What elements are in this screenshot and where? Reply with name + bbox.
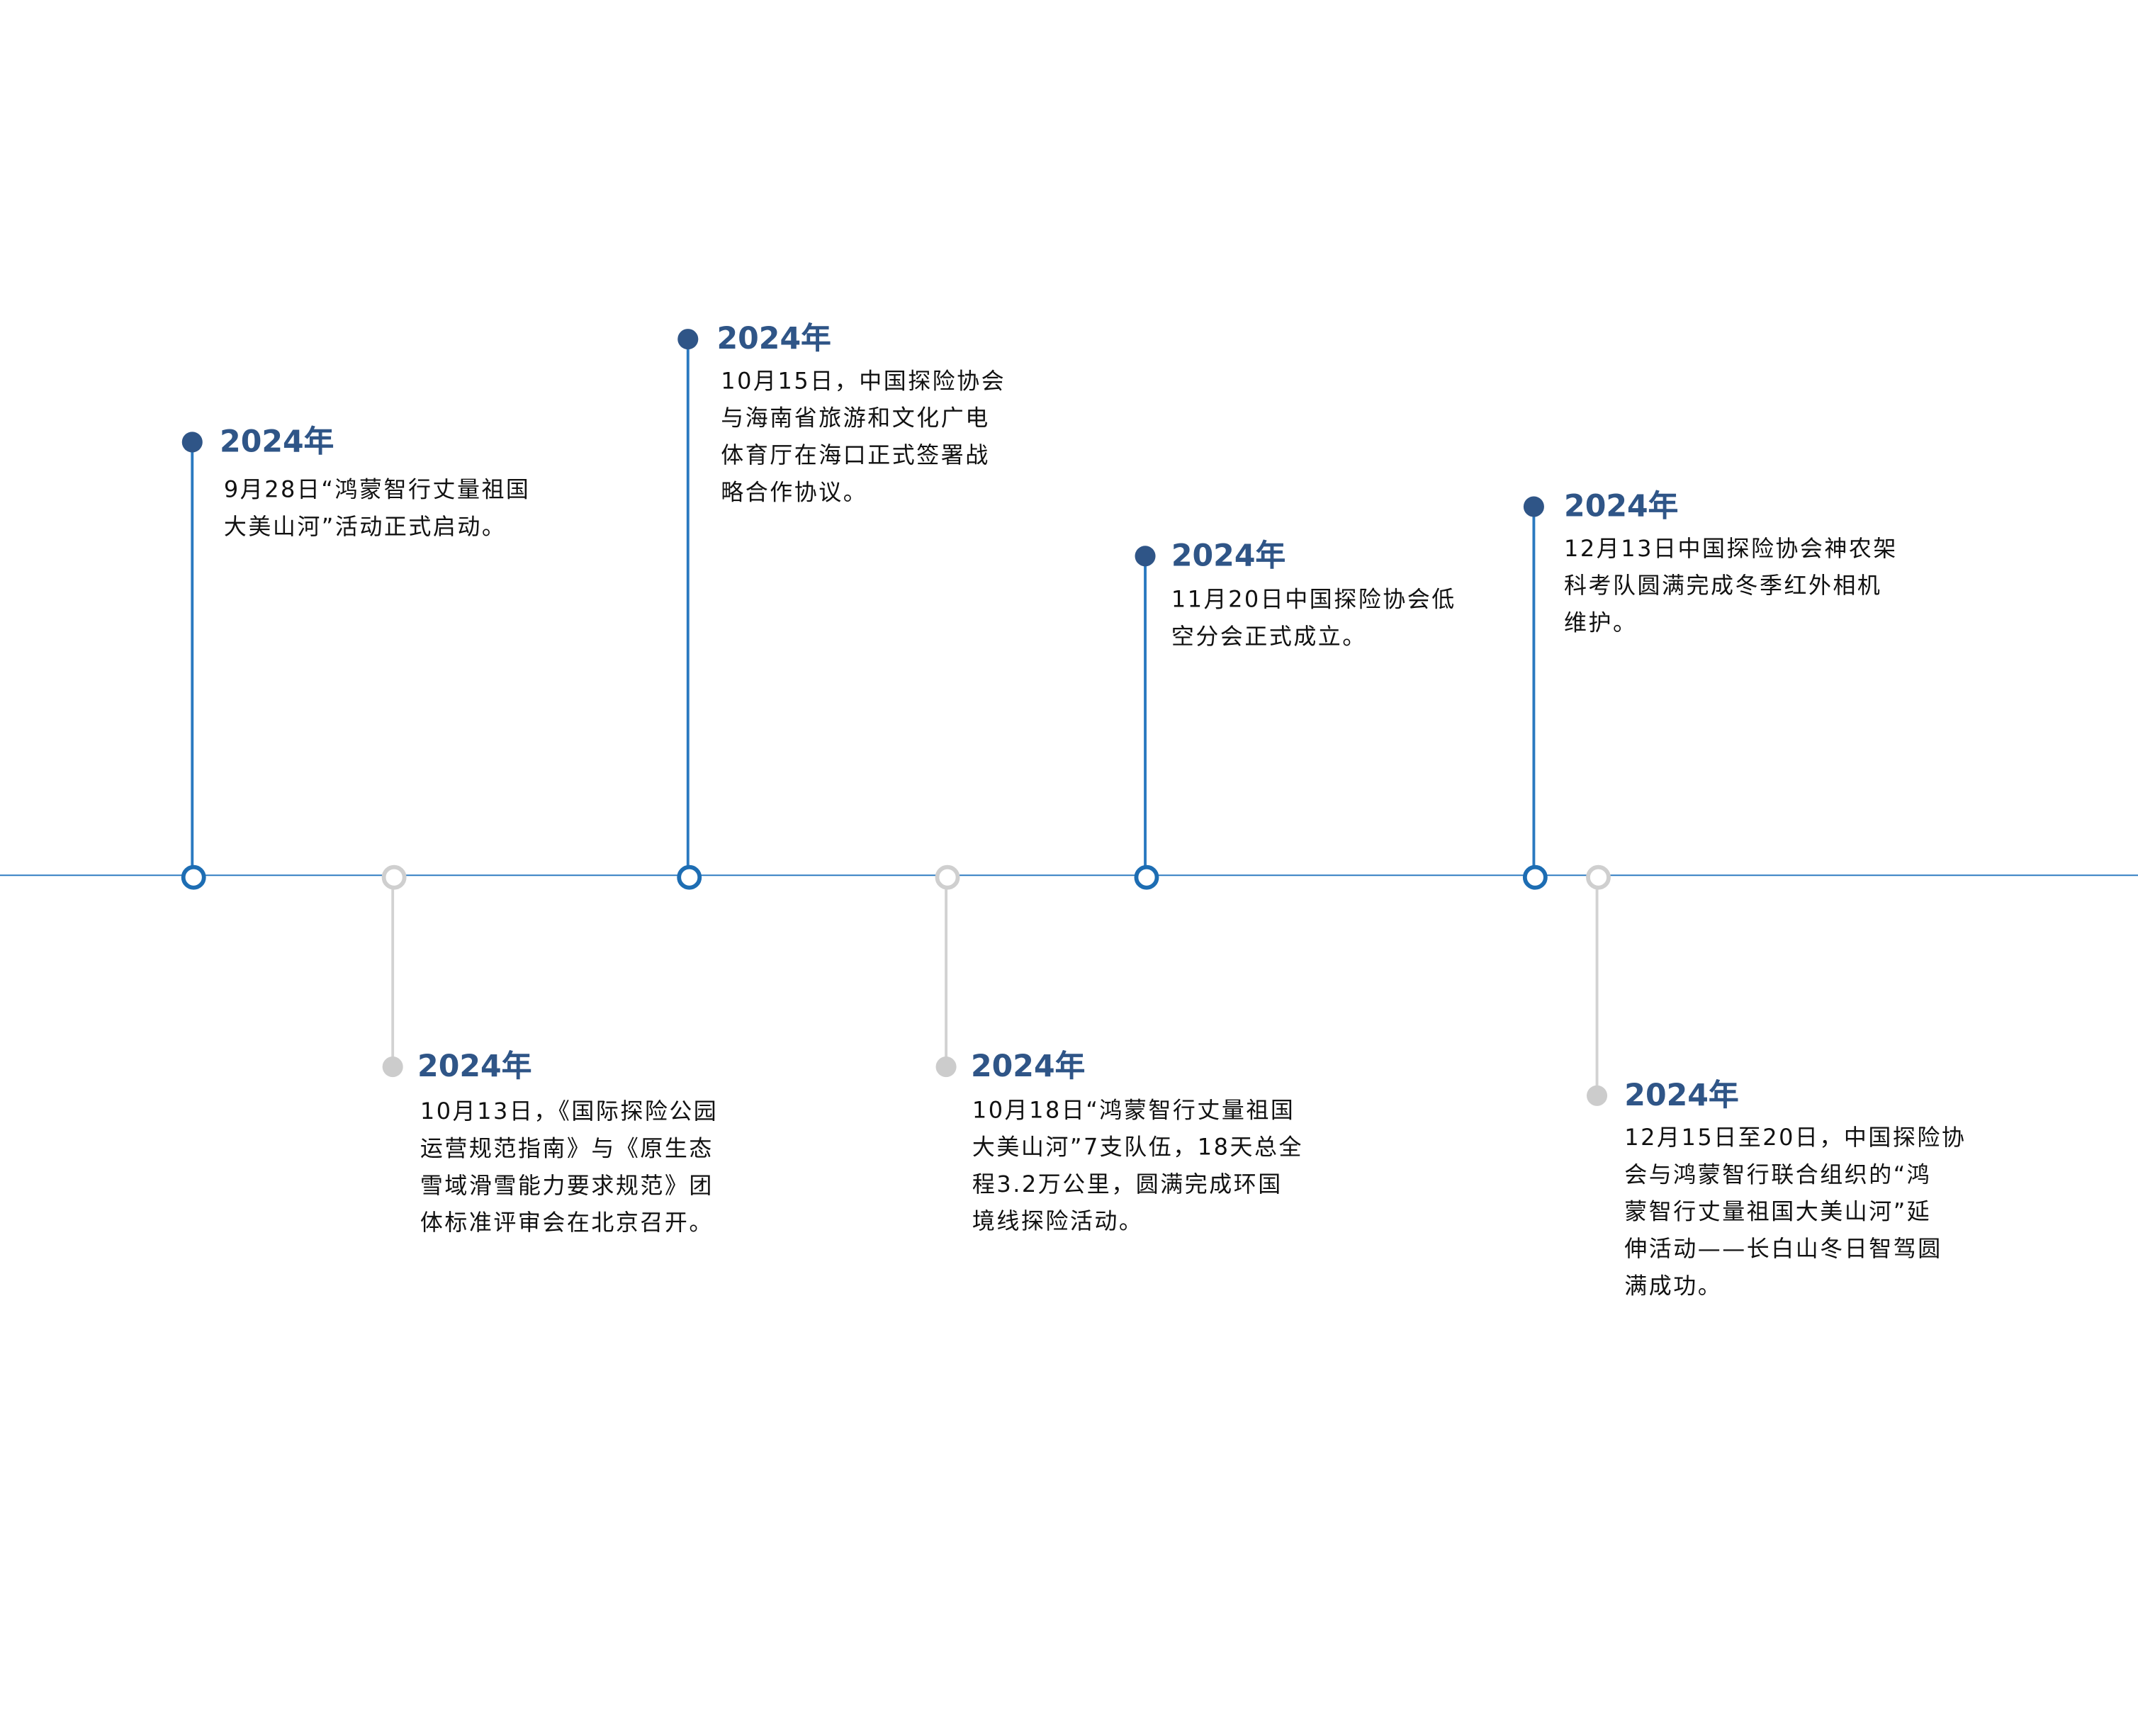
timeline-axis (0, 874, 2138, 877)
event-description-line: 11月20日中国探险协会低 (1171, 586, 1456, 613)
event-description-line: 科考队圆满完成冬季红外相机 (1564, 573, 1882, 599)
event-description: 12月13日中国探险协会神农架科考队圆满完成冬季红外相机维护。 (1564, 530, 1898, 641)
event-description-line: 大美山河”活动正式启动。 (223, 513, 507, 540)
event-description-line: 运营规范指南》与《原生态 (420, 1135, 714, 1162)
event-connector-line (1144, 556, 1147, 877)
event-description-line: 9月28日“鸿蒙智行丈量祖国 (223, 476, 531, 503)
event-description-line: 境线探险活动。 (972, 1208, 1144, 1234)
event-marker-dot (677, 329, 699, 350)
event-description-line: 体标准评审会在北京召开。 (420, 1210, 714, 1236)
event-year: 2024年 (417, 1050, 532, 1085)
event-description-line: 满成功。 (1624, 1273, 1723, 1300)
timeline-node (381, 864, 406, 889)
event-marker-dot (181, 432, 203, 453)
event-marker-dot (935, 1056, 957, 1078)
timeline-node (180, 864, 206, 889)
timeline-node (1585, 864, 1610, 889)
event-year: 2024年 (1564, 490, 1679, 525)
event-description-line: 10月18日“鸿蒙智行丈量祖国 (972, 1097, 1295, 1124)
event-description-line: 伸活动——长白山冬日智驾圆 (1624, 1235, 1942, 1262)
timeline-node (676, 864, 702, 889)
event-marker-dot (1587, 1085, 1608, 1106)
event-description-line: 与海南省旅游和文化广电 (721, 405, 990, 432)
event-description-line: 维护。 (1564, 609, 1638, 636)
event-marker-dot (382, 1056, 403, 1078)
event-connector-line (687, 339, 690, 877)
event-description-line: 雪域滑雪能力要求规范》团 (420, 1172, 714, 1199)
event-description: 9月28日“鸿蒙智行丈量祖国大美山河”活动正式启动。 (224, 471, 531, 546)
event-connector-line (1533, 507, 1535, 877)
event-description-line: 12月15日至20日，中国探险协 (1624, 1124, 1967, 1151)
timeline-node (1133, 864, 1159, 889)
event-marker-dot (1135, 546, 1156, 567)
event-connector-line (191, 441, 193, 877)
event-marker-dot (1523, 496, 1544, 517)
event-description: 10月15日，中国探险协会与海南省旅游和文化广电体育厅在海口正式签署战略合作协议… (721, 363, 1006, 511)
event-year: 2024年 (1624, 1079, 1739, 1114)
event-description: 11月20日中国探险协会低空分会正式成立。 (1171, 581, 1456, 655)
event-year: 2024年 (220, 425, 334, 461)
event-year: 2024年 (716, 322, 831, 357)
event-connector-line (1596, 876, 1598, 1096)
event-connector-line (392, 876, 394, 1067)
event-year: 2024年 (1171, 539, 1286, 574)
event-description-line: 蒙智行丈量祖国大美山河”延 (1624, 1198, 1932, 1225)
event-description-line: 体育厅在海口正式签署战 (721, 441, 990, 468)
event-description: 10月18日“鸿蒙智行丈量祖国大美山河”7支队伍，18天总全程3.2万公里，圆满… (972, 1091, 1303, 1239)
event-description: 12月15日至20日，中国探险协会与鸿蒙智行联合组织的“鸿蒙智行丈量祖国大美山河… (1624, 1119, 1966, 1304)
event-year: 2024年 (970, 1050, 1086, 1085)
timeline-node (934, 864, 960, 889)
event-description-line: 10月13日，《国际探险公园 (420, 1098, 719, 1125)
event-description-line: 略合作协议。 (721, 479, 868, 506)
timeline-node (1521, 864, 1547, 889)
event-description-line: 12月13日中国探险协会神农架 (1564, 535, 1898, 562)
event-description-line: 程3.2万公里，圆满完成环国 (972, 1171, 1283, 1197)
event-description-line: 10月15日，中国探险协会 (721, 368, 1006, 395)
event-description-line: 会与鸿蒙智行联合组织的“鸿 (1624, 1161, 1932, 1188)
event-description-line: 空分会正式成立。 (1171, 623, 1367, 650)
event-connector-line (945, 876, 947, 1067)
event-description-line: 大美山河”7支队伍，18天总全 (972, 1134, 1303, 1161)
event-description: 10月13日，《国际探险公园运营规范指南》与《原生态雪域滑雪能力要求规范》团体标… (420, 1093, 718, 1241)
